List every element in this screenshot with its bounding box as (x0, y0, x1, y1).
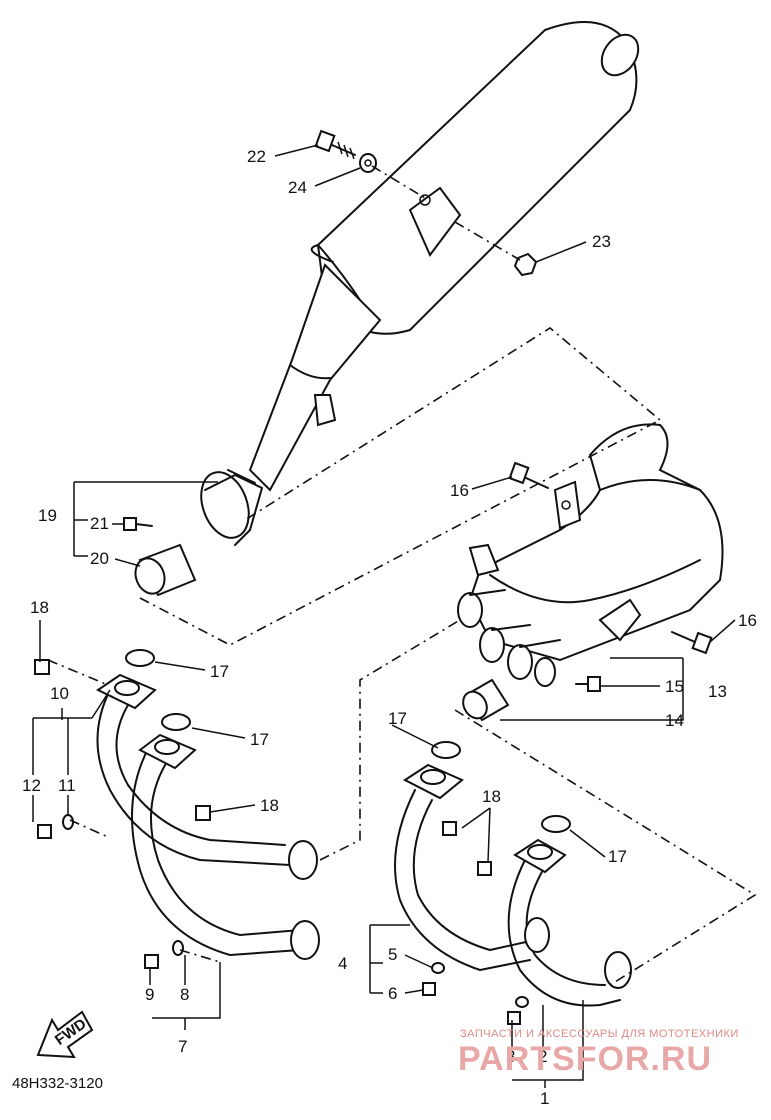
washer-8 (172, 940, 184, 956)
label-17-b: 17 (250, 730, 269, 749)
label-6: 6 (388, 984, 397, 1003)
washer-24 (359, 153, 377, 173)
washer-2 (515, 996, 529, 1008)
diagram-code: 48H332-3120 (12, 1075, 103, 1092)
label-10: 10 (50, 684, 69, 703)
label-9: 9 (145, 985, 154, 1004)
assembly-line-right (454, 709, 757, 986)
label-5: 5 (388, 945, 397, 964)
assembly-line-upper (139, 327, 662, 646)
label-18-left: 18 (30, 598, 49, 617)
bolt-3 (507, 1011, 521, 1025)
label-22: 22 (247, 147, 266, 166)
gasket-17-a (125, 649, 155, 667)
bolt-6 (422, 982, 436, 996)
washer-11 (62, 814, 74, 830)
label-7: 7 (178, 1037, 187, 1056)
label-19: 19 (38, 506, 57, 525)
label-23: 23 (592, 232, 611, 251)
lower-muffler (457, 423, 724, 687)
part-labels: 22 24 23 16 16 15 13 14 19 21 20 18 17 1… (22, 147, 757, 1108)
washer-5 (431, 962, 445, 974)
bolt-16-upper (508, 461, 549, 489)
gasket-17-b (161, 713, 191, 731)
label-14: 14 (665, 711, 684, 730)
gasket-17-c (431, 741, 461, 759)
nut-18-b (195, 805, 211, 821)
nut-18-c (442, 821, 492, 876)
bolt-15 (575, 676, 601, 692)
gasket-14 (462, 678, 510, 722)
label-13: 13 (708, 682, 727, 701)
label-17-d: 17 (608, 847, 627, 866)
label-16-top: 16 (450, 481, 469, 500)
right-exhaust-pipes (394, 763, 632, 1007)
label-20: 20 (90, 549, 109, 568)
label-17-a: 17 (210, 662, 229, 681)
label-12: 12 (22, 776, 41, 795)
bolt-16-right (671, 631, 713, 655)
label-16-right: 16 (738, 611, 757, 630)
label-4: 4 (338, 954, 347, 973)
label-21: 21 (90, 514, 109, 533)
watermark: ЗАПЧАСТИ И АКСЕССУАРЫ ДЛЯ МОТОТЕХНИКИ PA… (458, 1028, 739, 1078)
label-18-mid: 18 (260, 796, 279, 815)
gasket-17-d (541, 815, 571, 833)
label-1: 1 (540, 1089, 549, 1108)
watermark-tagline: ЗАПЧАСТИ И АКСЕССУАРЫ ДЛЯ МОТОТЕХНИКИ (460, 1028, 739, 1040)
axis-line-upper (371, 165, 521, 261)
bolt-12 (37, 824, 52, 839)
label-11: 11 (58, 776, 76, 795)
nut-23 (513, 252, 538, 277)
assembly-line-left (47, 659, 221, 963)
upper-muffler (200, 21, 640, 546)
label-24: 24 (288, 178, 307, 197)
label-8: 8 (180, 985, 189, 1004)
label-18-right: 18 (482, 787, 501, 806)
bolt-22 (314, 129, 356, 160)
gasket-20 (134, 543, 197, 597)
clamp-bolt-21 (123, 517, 153, 531)
watermark-brand: PARTSFOR.RU (458, 1040, 712, 1078)
fwd-arrow-icon: FWD (36, 1010, 94, 1059)
bolt-9 (144, 954, 159, 969)
label-3: 3 (506, 1047, 515, 1066)
nut-18-a (34, 659, 50, 675)
label-17-c: 17 (388, 709, 407, 728)
left-exhaust-pipes (96, 673, 320, 960)
label-15: 15 (665, 677, 684, 696)
leader-lines (32, 144, 736, 1088)
label-2: 2 (538, 1047, 547, 1066)
assembly-line-center (319, 619, 461, 861)
